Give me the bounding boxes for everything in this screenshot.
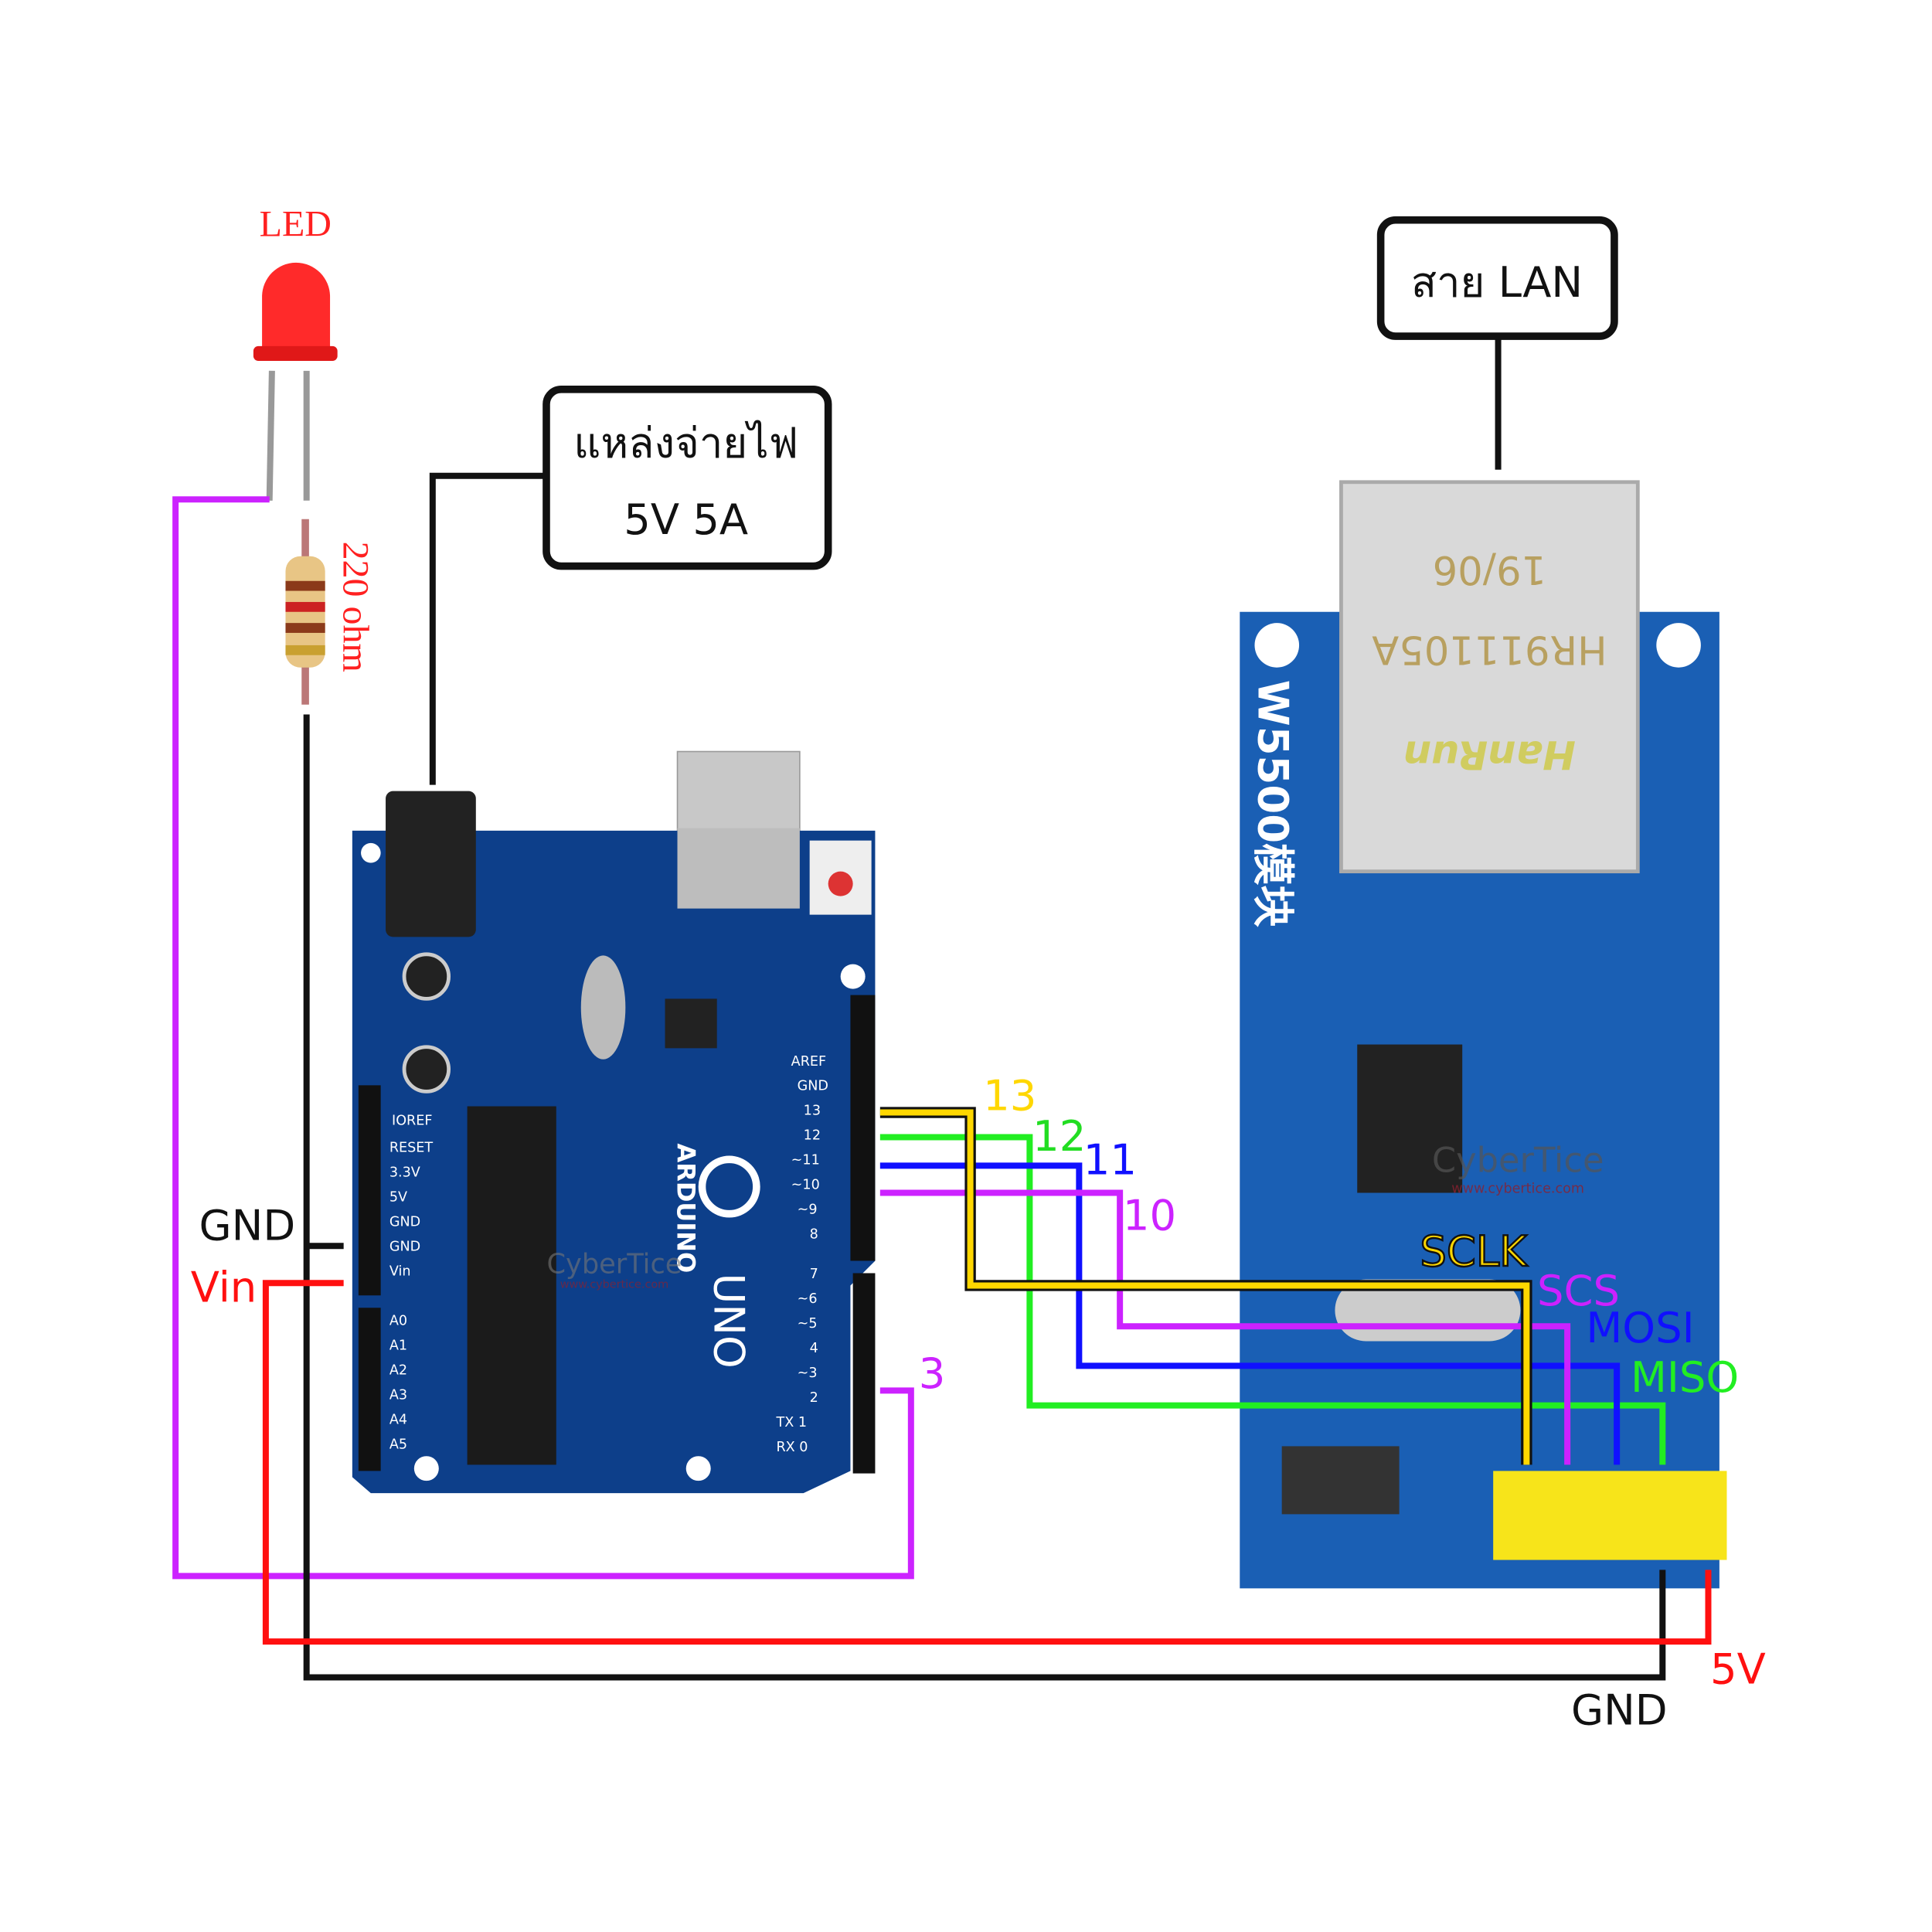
- power-supply-box: [543, 386, 832, 570]
- gnd-label-right: GND: [1571, 1685, 1668, 1734]
- led: [253, 262, 338, 501]
- pin-label: 13: [804, 1104, 821, 1119]
- pin3-label: 3: [919, 1349, 946, 1398]
- watermark-url-arduino: www.cybertice.com: [560, 1279, 668, 1291]
- pin-label: A2: [389, 1363, 407, 1379]
- pin-label: ~10: [791, 1178, 820, 1193]
- pin13-label: 13: [983, 1071, 1036, 1120]
- pin10-label: 10: [1123, 1191, 1176, 1240]
- arduino-uno-board: [352, 750, 876, 1494]
- arduino-model: UNO: [705, 1273, 753, 1368]
- watermark-brand-arduino: CyberTice: [546, 1248, 682, 1280]
- pin-label: 12: [804, 1128, 821, 1144]
- resistor: [285, 519, 325, 705]
- arduino-header-labels: AREF GND 13 12 ~11 ~10 ~9 8 7 ~6 ~5 4 ~3…: [389, 1054, 828, 1455]
- pin-label: Vin: [389, 1264, 411, 1280]
- pin-label: A1: [389, 1338, 407, 1354]
- pin-label: RESET: [389, 1141, 434, 1156]
- vin-label: Vin: [191, 1263, 257, 1311]
- arduino-name: ARDUINO: [672, 1144, 701, 1274]
- pin-label: TX 1: [775, 1415, 807, 1430]
- pin-label: GND: [389, 1215, 420, 1230]
- pin-label: 2: [810, 1390, 818, 1406]
- jack-text-model: HR911105A: [1372, 627, 1607, 673]
- pin-label: A0: [389, 1314, 407, 1329]
- wire-miso: [879, 1134, 1666, 1465]
- pin-label: GND: [798, 1079, 828, 1094]
- pin-label: IOREF: [392, 1114, 432, 1129]
- sclk-label: SCLK: [1420, 1227, 1528, 1276]
- miso-label: MISO: [1631, 1353, 1739, 1402]
- wire-led: [172, 496, 914, 1580]
- w5500-silk: W5500模块: [1248, 680, 1297, 928]
- jack-text-date: 19/06: [1433, 546, 1546, 593]
- pin-label: 4: [810, 1341, 818, 1356]
- jack-text-brand: HanRun: [1403, 732, 1576, 778]
- 5v-label: 5V: [1710, 1645, 1766, 1694]
- wire-vin: [262, 1280, 1712, 1645]
- pin11-label: 11: [1083, 1136, 1137, 1185]
- pin-label: ~9: [798, 1202, 818, 1218]
- pin-label: 3.3V: [389, 1165, 420, 1181]
- pin-label: GND: [389, 1240, 420, 1255]
- pin-label: RX 0: [776, 1440, 808, 1455]
- wire-scs: [879, 1189, 1571, 1465]
- watermark-brand: CyberTice: [1432, 1139, 1604, 1180]
- wires: [172, 496, 1712, 1681]
- pin-label: AREF: [791, 1054, 826, 1070]
- lan-cable-label: สาย LAN: [1411, 258, 1583, 307]
- power-supply-spec: 5V 5A: [624, 495, 748, 544]
- mosi-label: MOSI: [1586, 1304, 1694, 1352]
- gnd-label-left: GND: [199, 1201, 296, 1250]
- wire-gnd: [303, 714, 1666, 1681]
- wire-mosi: [879, 1162, 1621, 1465]
- pin-label: A4: [389, 1413, 407, 1428]
- pin-label: 5V: [389, 1190, 407, 1206]
- pin-label: ~5: [798, 1316, 818, 1332]
- watermark-url: www.cybertice.com: [1451, 1182, 1584, 1197]
- led-label: LED: [260, 204, 332, 245]
- resistor-label: 220 ohm: [335, 542, 376, 672]
- scs-label: SCS: [1537, 1267, 1620, 1315]
- power-supply-label: แหล่งจ่ายไฟ: [573, 419, 798, 468]
- pin-label: ~6: [798, 1291, 818, 1307]
- pin-label: A5: [389, 1437, 407, 1453]
- wire-labels: GND Vin 13 12 11 10 3 SCLK SCS MOSI MISO…: [191, 1071, 1766, 1734]
- pin12-label: 12: [1032, 1112, 1086, 1161]
- w5500-module: [1240, 480, 1727, 1589]
- pin-label: 8: [810, 1227, 818, 1243]
- pin-label: 7: [810, 1267, 818, 1282]
- lan-cable-box: [1376, 216, 1618, 340]
- pin-label: A3: [389, 1388, 407, 1403]
- pin-label: ~3: [798, 1366, 818, 1381]
- wire-sclk: [879, 1109, 1530, 1465]
- pin-label: ~11: [791, 1153, 820, 1168]
